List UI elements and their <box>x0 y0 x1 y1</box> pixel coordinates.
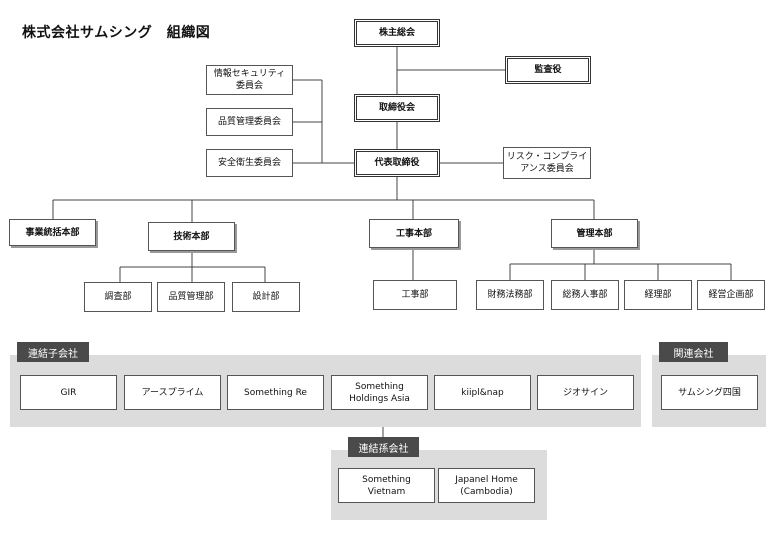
shareholders-meeting-box[interactable]: 株主総会 <box>354 19 440 47</box>
affiliate-something-shikoku[interactable]: サムシング四国 <box>661 375 758 410</box>
finance-legal-dept-box[interactable]: 財務法務部 <box>476 280 544 310</box>
subsidiary-gir[interactable]: GIR <box>20 375 117 410</box>
affiliates-label: 関連会社 <box>659 342 728 362</box>
subsidiary-geosign[interactable]: ジオサイン <box>537 375 634 410</box>
sub-subsidiaries-label: 連結孫会社 <box>348 437 419 457</box>
auditor-box[interactable]: 監査役 <box>505 56 591 84</box>
general-affairs-hr-dept-box[interactable]: 総務人事部 <box>551 280 619 310</box>
info-security-committee-box[interactable]: 情報セキュリティ 委員会 <box>206 65 293 95</box>
safety-health-committee-box[interactable]: 安全衛生委員会 <box>206 149 293 177</box>
subsidiary-holdings-asia[interactable]: Something Holdings Asia <box>331 375 428 410</box>
construction-division-box[interactable]: 工事本部 <box>369 219 459 248</box>
board-of-directors-box[interactable]: 取締役会 <box>354 94 440 122</box>
subsidiary-kiipl-nap[interactable]: kiipl&nap <box>434 375 531 410</box>
subsidiaries-label: 連結子会社 <box>17 342 89 362</box>
quality-control-dept-box[interactable]: 品質管理部 <box>157 282 225 312</box>
admin-division-box[interactable]: 管理本部 <box>551 219 638 248</box>
subsidiary-earth-prime[interactable]: アースプライム <box>124 375 221 410</box>
sub-subsidiary-something-vietnam[interactable]: Something Vietnam <box>338 468 435 503</box>
business-division-box[interactable]: 事業統括本部 <box>9 219 96 246</box>
risk-compliance-committee-box[interactable]: リスク・コンプライ アンス委員会 <box>503 147 591 179</box>
page-title: 株式会社サムシング 組織図 <box>22 25 211 41</box>
construction-dept-box[interactable]: 工事部 <box>373 280 457 310</box>
subsidiary-something-re[interactable]: Something Re <box>227 375 324 410</box>
quality-control-committee-box[interactable]: 品質管理委員会 <box>206 108 293 136</box>
corporate-planning-dept-box[interactable]: 経営企画部 <box>697 280 765 310</box>
representative-director-box[interactable]: 代表取締役 <box>354 149 440 177</box>
accounting-dept-box[interactable]: 経理部 <box>624 280 692 310</box>
tech-division-box[interactable]: 技術本部 <box>148 222 235 251</box>
design-dept-box[interactable]: 設計部 <box>232 282 300 312</box>
sub-subsidiary-japanel-home-cambodia[interactable]: Japanel Home (Cambodia) <box>438 468 535 503</box>
survey-dept-box[interactable]: 調査部 <box>84 282 152 312</box>
